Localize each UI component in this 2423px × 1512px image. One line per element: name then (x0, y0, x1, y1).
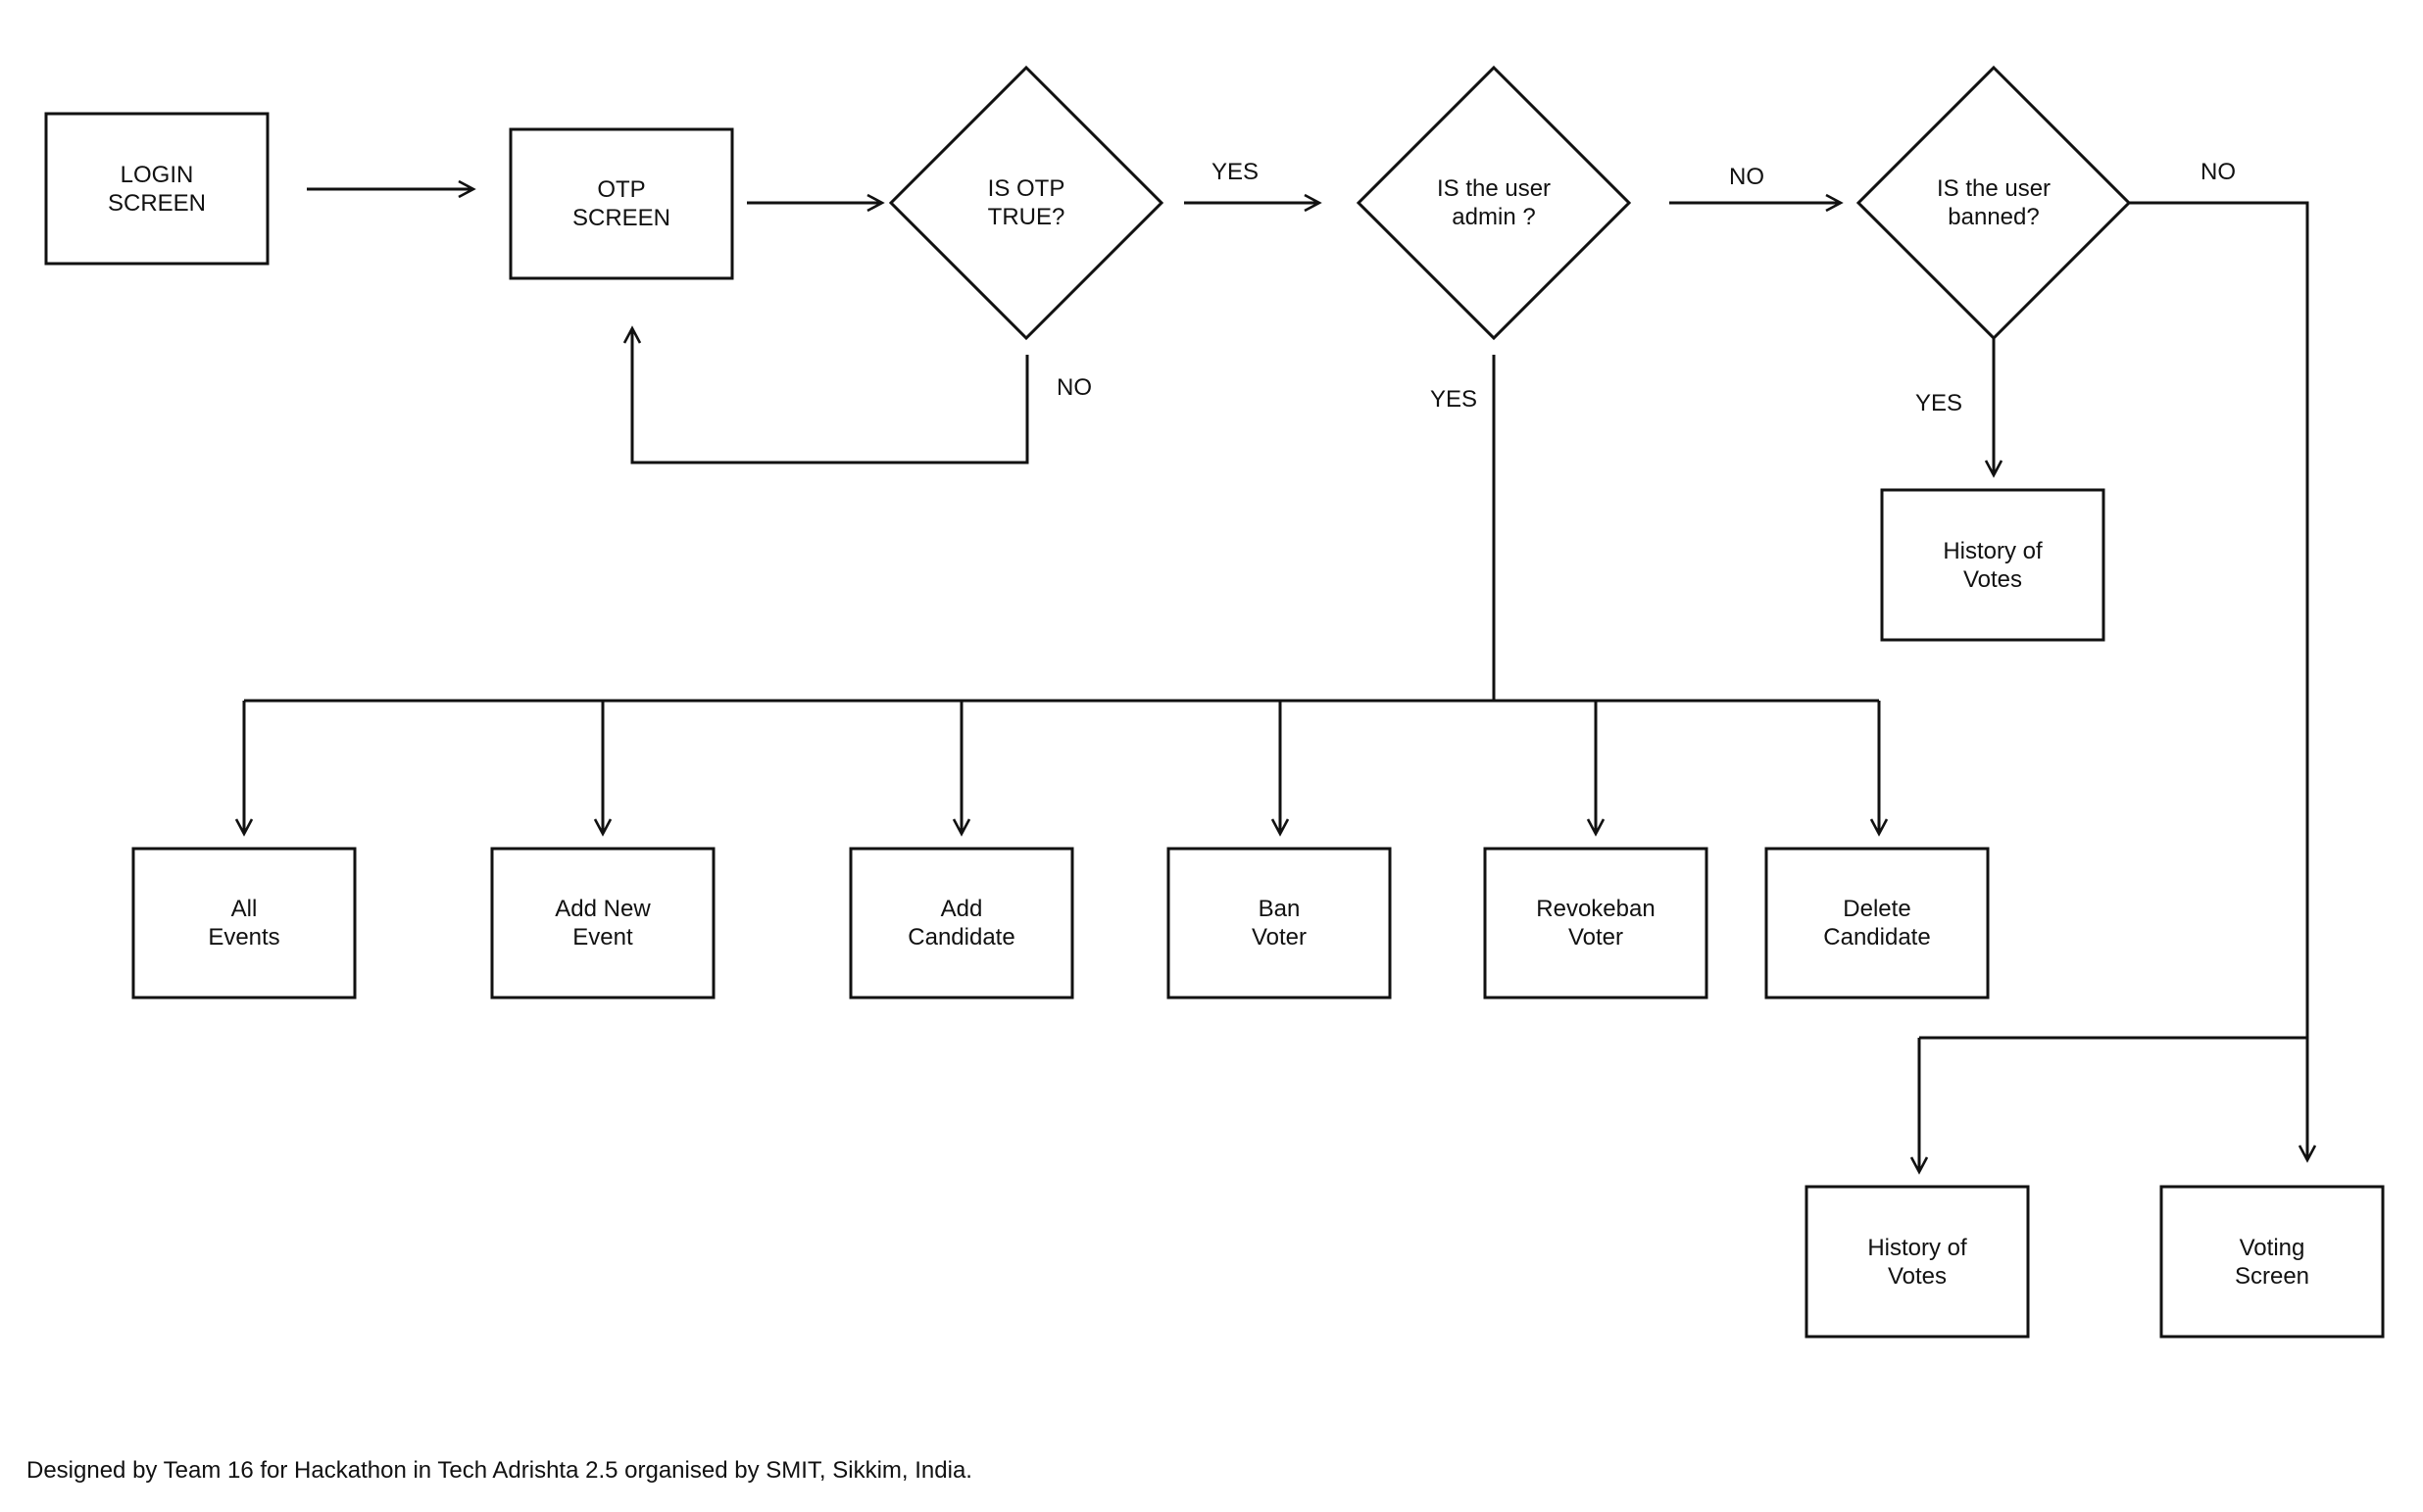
history-of-votes-voter-label: History of Votes (1867, 1234, 1967, 1290)
admin-yes-label: YES (1429, 386, 1478, 413)
otp-yes-label: YES (1211, 159, 1260, 185)
ban-voter-box (1166, 847, 1392, 1000)
delete-candidate-box (1764, 847, 1990, 1000)
otp-no-label: NO (1057, 374, 1092, 401)
arrow-otp-no-loop (622, 325, 1029, 464)
add-candidate-box (849, 847, 1074, 1000)
banned-no-label: NO (2200, 159, 2236, 185)
voting-screen-label: Voting Screen (2234, 1234, 2310, 1290)
otp-screen-label: OTP SCREEN (571, 176, 671, 231)
ban-voter-label: Ban Voter (1251, 896, 1308, 951)
otp-check-diamond (888, 65, 1164, 341)
admin-no-label: NO (1729, 164, 1764, 190)
add-new-event-box (490, 847, 716, 1000)
admin-check-label: IS the user admin ? (1436, 175, 1552, 230)
otp-screen-box (509, 127, 734, 280)
all-events-box (131, 847, 357, 1000)
revokeban-voter-box (1483, 847, 1708, 1000)
banned-yes-label: YES (1914, 390, 1963, 416)
banned-no-path (2129, 201, 2309, 1038)
login-screen-label: LOGIN SCREEN (107, 161, 207, 217)
history-of-votes-voter-box (1805, 1185, 2030, 1339)
otp-check-label: IS OTP TRUE? (987, 175, 1065, 230)
all-events-label: All Events (208, 896, 280, 951)
voting-screen-box (2159, 1185, 2385, 1339)
delete-candidate-label: Delete Candidate (1823, 896, 1931, 951)
add-new-event-label: Add New Event (555, 896, 651, 951)
add-candidate-label: Add Candidate (908, 896, 1015, 951)
designer-credit: Designed by Team 16 for Hackathon in Tec… (26, 1457, 972, 1484)
revokeban-voter-label: Revokeban Voter (1536, 896, 1656, 951)
history-of-votes-banned-box (1880, 488, 2105, 642)
banned-check-label: IS the user banned? (1936, 175, 2052, 230)
admin-check-diamond (1356, 65, 1632, 341)
history-of-votes-banned-label: History of Votes (1943, 537, 2043, 593)
login-screen-box (44, 112, 270, 266)
